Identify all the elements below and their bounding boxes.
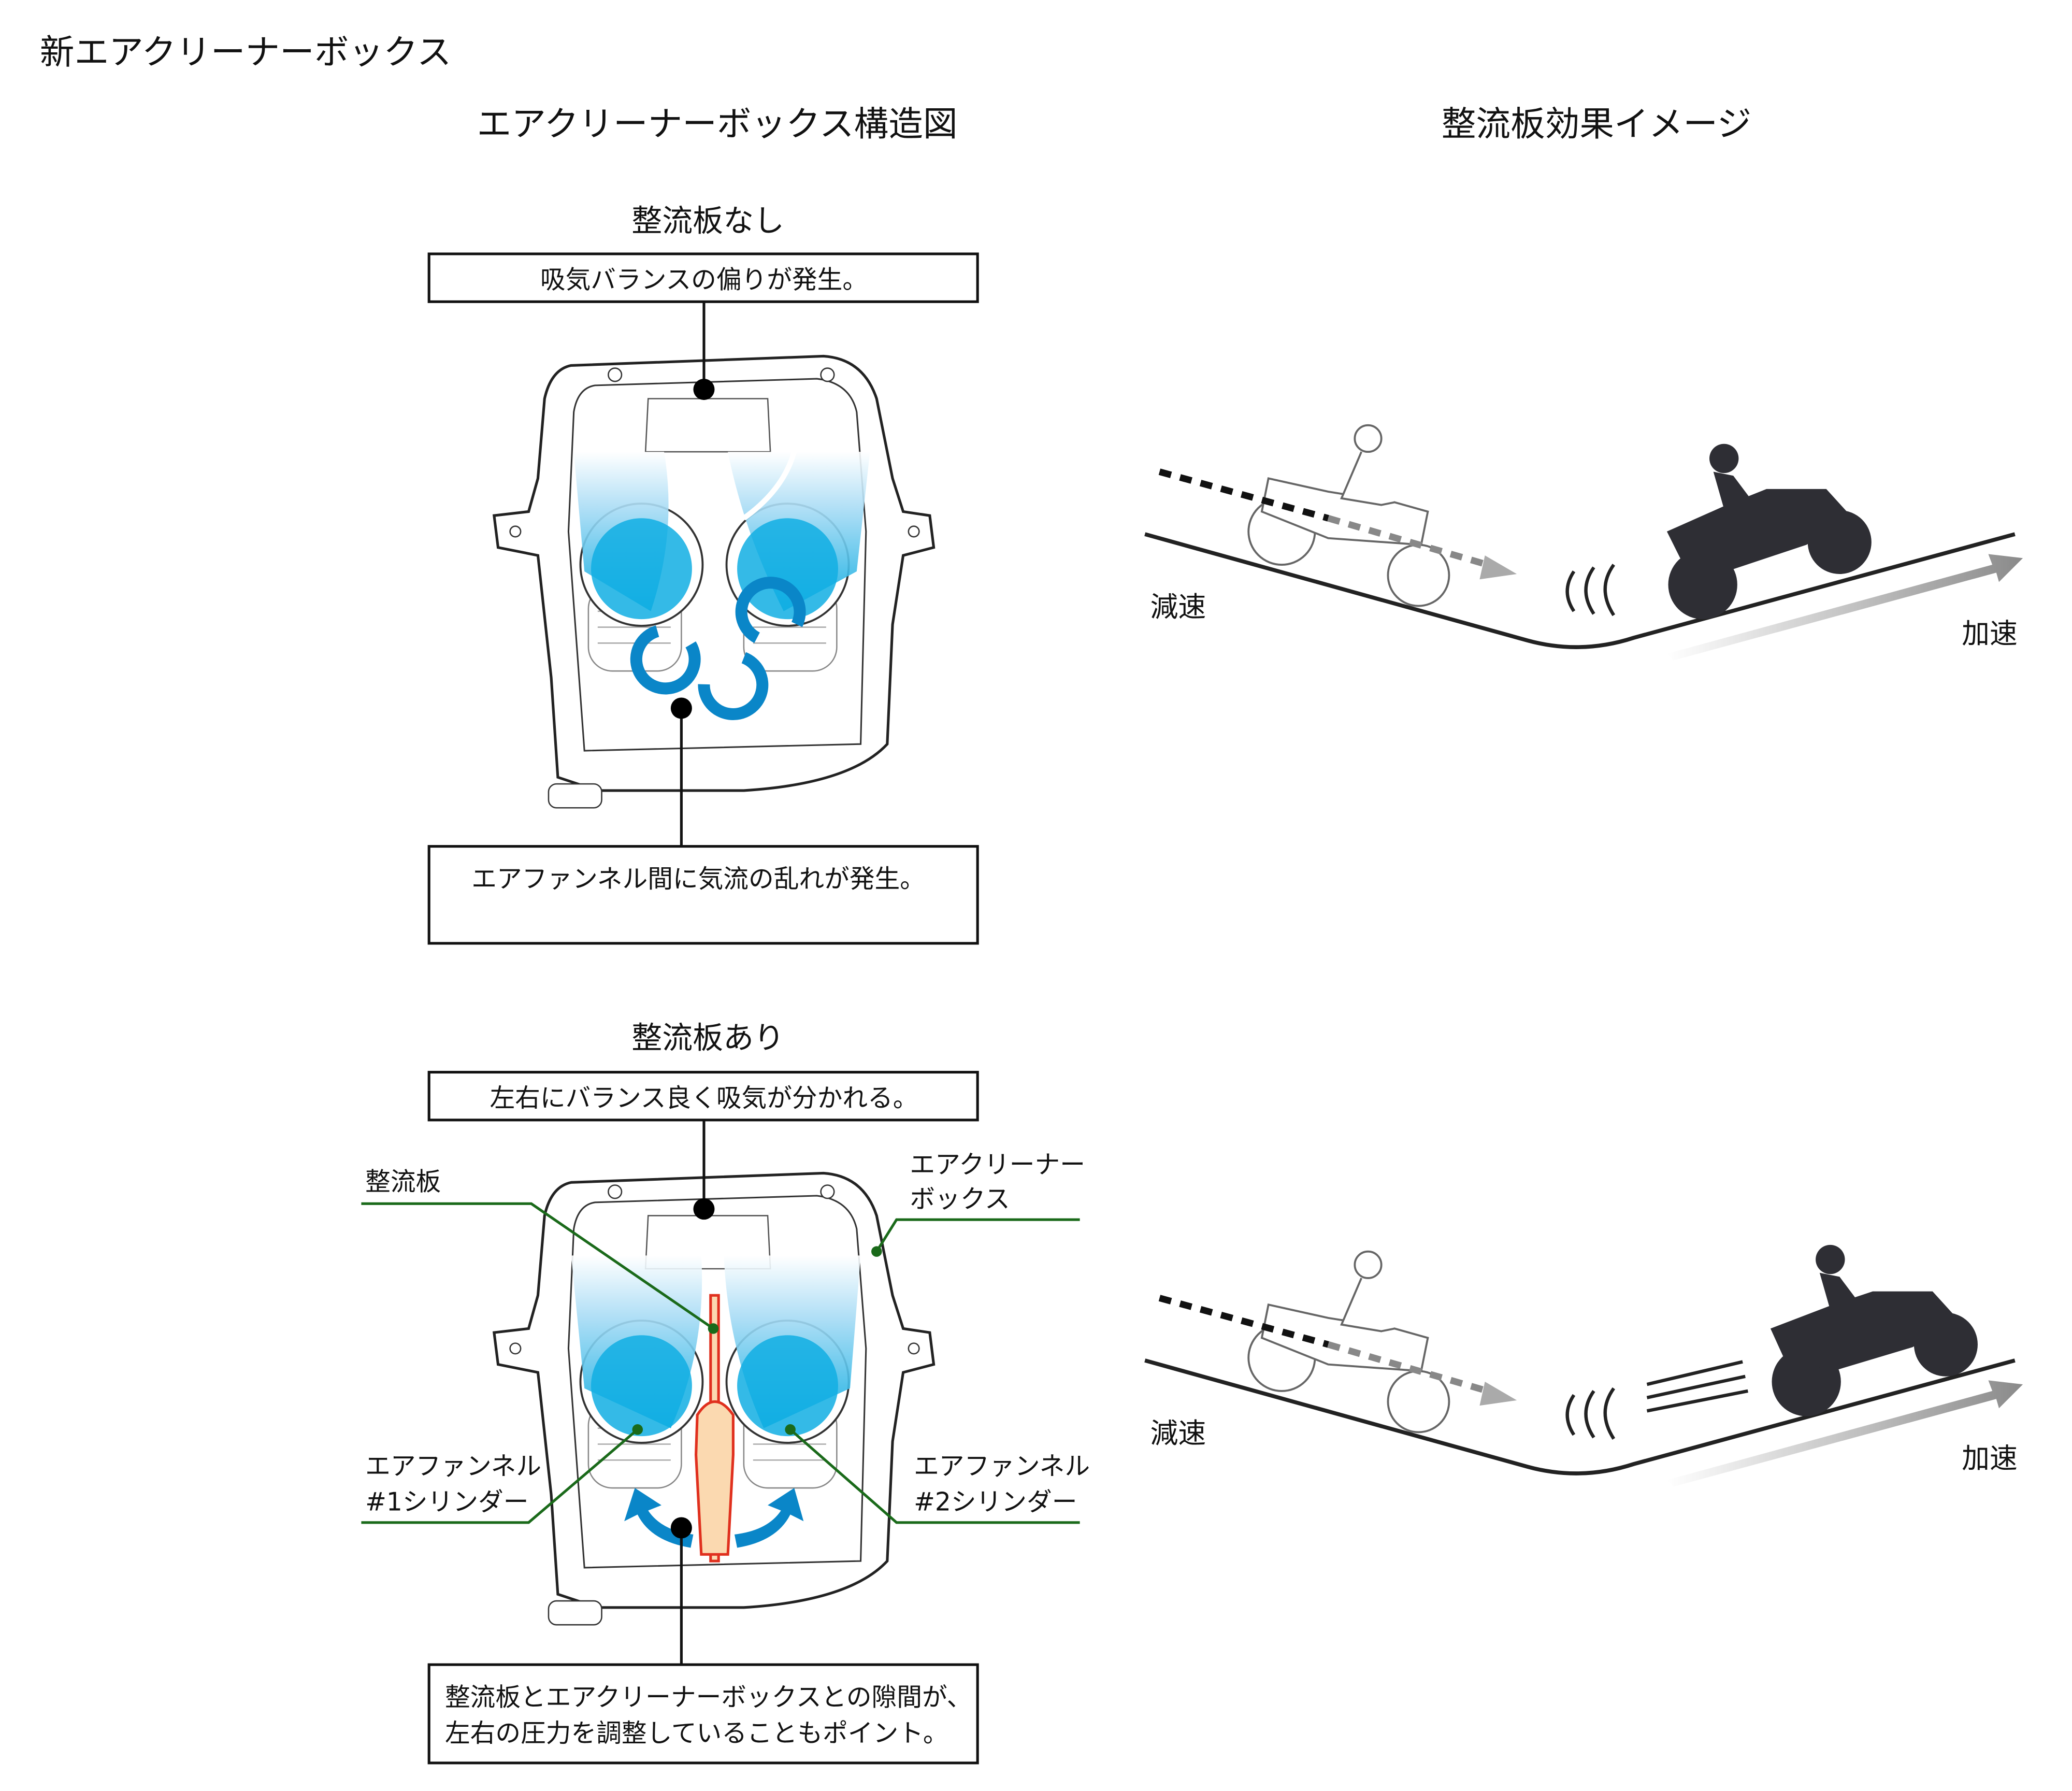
effect-with-plate: 減速 加速	[1144, 1244, 2023, 1487]
callout-dot	[670, 1517, 692, 1539]
label-funnel2-line2: #2シリンダー	[914, 1488, 1077, 1517]
dark-motorcycle-icon	[1770, 1244, 1978, 1416]
dark-motorcycle-icon	[1666, 443, 1872, 620]
with-plate-heading: 整流板あり	[631, 1020, 784, 1055]
without-plate-heading: 整流板なし	[631, 203, 784, 238]
road-curve	[1144, 532, 2016, 649]
effect-without-plate: 減速 加速	[1144, 424, 2023, 661]
straightening-plate	[695, 1294, 735, 1563]
callout-imbalance-text: 吸気バランスの偏りが発生。	[540, 266, 868, 295]
page-title: 新エアクリーナーボックス	[40, 32, 452, 72]
label-airbox-line1: エアクリーナー	[910, 1150, 1085, 1179]
label-funnel1-line1: エアファンネル	[365, 1452, 541, 1481]
callout-dot	[693, 1198, 715, 1220]
callout-gap-line1: 整流板とエアクリーナーボックスとの隙間が、	[445, 1683, 972, 1712]
label-straightening-plate: 整流板	[365, 1168, 441, 1197]
label-funnel2-line1: エアファンネル	[914, 1452, 1090, 1481]
label-funnel1-line2: #1シリンダー	[365, 1488, 528, 1517]
road-curve	[1144, 1358, 2016, 1475]
airbox-with-plate	[494, 1173, 934, 1625]
airbox-without-plate	[494, 356, 934, 808]
turbulence-swirl-icon	[630, 577, 806, 720]
accel-arrow-icon	[1666, 1380, 2023, 1487]
ghost-motorcycle-icon	[1247, 1250, 1450, 1434]
sound-wave-icon	[1565, 1387, 1616, 1440]
callout-gap-line2: 左右の圧力を調整していることもポイント。	[445, 1719, 948, 1748]
leader-dot	[632, 1424, 643, 1435]
decel-label: 減速	[1150, 1417, 1206, 1450]
callout-balanced-text: 左右にバランス良く吸気が分かれる。	[490, 1084, 918, 1113]
leader-dot	[871, 1246, 882, 1257]
callout-turbulence-text: エアファンネル間に気流の乱れが発生。	[471, 865, 925, 894]
label-airbox-line2: ボックス	[910, 1185, 1010, 1214]
leader-dot	[785, 1424, 796, 1435]
callout-box-turbulence	[427, 845, 979, 945]
callout-dot	[670, 697, 692, 719]
ghost-motorcycle-icon	[1247, 424, 1450, 607]
sound-wave-icon	[1565, 564, 1616, 617]
structure-diagram-heading: エアクリーナーボックス構造図	[477, 104, 958, 144]
accel-label: 加速	[1962, 617, 2018, 650]
callout-dot	[693, 379, 715, 400]
callout-box-balanced	[427, 1070, 979, 1122]
accel-arrow-icon	[1666, 554, 2023, 661]
accel-label: 加速	[1962, 1442, 2018, 1475]
effect-image-heading: 整流板効果イメージ	[1442, 104, 1752, 144]
speed-lines-icon	[1646, 1360, 1748, 1413]
callout-box-gap	[427, 1663, 979, 1765]
decel-label: 減速	[1150, 591, 1206, 623]
leader-dot	[708, 1323, 719, 1334]
callout-box-imbalance	[427, 252, 979, 303]
